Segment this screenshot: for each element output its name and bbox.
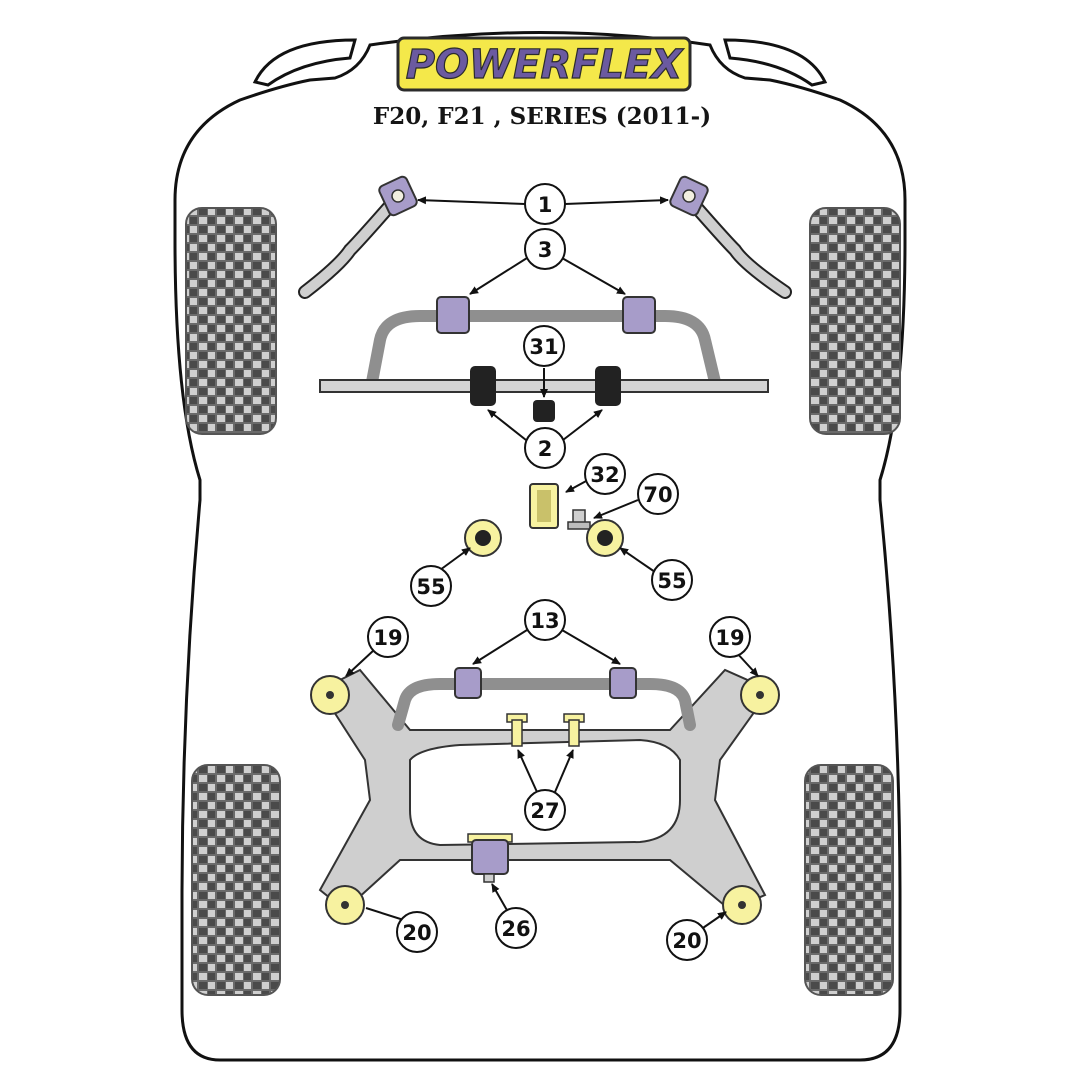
bush-55-left <box>464 519 502 557</box>
svg-text:26: 26 <box>501 917 530 941</box>
tyre-front-left <box>185 207 277 435</box>
svg-text:31: 31 <box>529 335 558 359</box>
front-arm-right <box>669 175 792 299</box>
svg-text:20: 20 <box>672 929 701 953</box>
tyre-rear-left <box>191 764 281 996</box>
callout-31: 31 <box>523 325 565 367</box>
right-mirror <box>723 38 828 87</box>
callout-19-right: 19 <box>709 616 751 658</box>
front-bush-black-left <box>470 366 496 406</box>
svg-text:19: 19 <box>373 626 402 650</box>
car-body-outline <box>173 31 907 1062</box>
front-arm-left <box>298 175 418 299</box>
tyre-rear-right <box>804 764 894 996</box>
bush-55-right <box>586 519 624 557</box>
bush-20-left <box>325 885 365 925</box>
callout-55-right: 55 <box>651 559 693 601</box>
bush-20-right <box>722 885 762 925</box>
tyre-front-right <box>809 207 901 435</box>
callout-1: 1 <box>524 183 566 225</box>
callout-20-left: 20 <box>396 911 438 953</box>
bush-31 <box>533 400 555 422</box>
svg-text:1: 1 <box>538 193 553 217</box>
bush-19-right <box>740 675 780 715</box>
svg-text:27: 27 <box>530 799 559 823</box>
brand-logo-text: POWERFLEX <box>406 42 685 88</box>
callout-3: 3 <box>524 228 566 270</box>
left-mirror <box>252 38 357 87</box>
front-bush-black-right <box>595 366 621 406</box>
svg-text:55: 55 <box>416 575 445 599</box>
svg-text:70: 70 <box>643 483 672 507</box>
svg-text:20: 20 <box>402 921 431 945</box>
svg-text:13: 13 <box>530 609 559 633</box>
svg-text:19: 19 <box>715 626 744 650</box>
mount-27-left <box>506 713 528 747</box>
powerflex-logo: POWERFLEX <box>396 36 692 92</box>
leader-arrows <box>345 196 759 931</box>
callout-55-left: 55 <box>410 565 452 607</box>
callout-13: 13 <box>524 599 566 641</box>
callout-32: 32 <box>584 453 626 495</box>
diff-mount-26 <box>467 833 513 883</box>
bush-19-left <box>310 675 350 715</box>
rear-anti-roll-bar <box>392 667 696 731</box>
vehicle-subtitle: F20, F21 , SERIES (2011-) <box>373 103 711 130</box>
callout-20-right: 20 <box>666 919 708 961</box>
callout-27: 27 <box>524 789 566 831</box>
front-anti-roll-bar <box>366 296 721 388</box>
svg-text:2: 2 <box>538 437 553 461</box>
callout-2: 2 <box>524 427 566 469</box>
callout-19-left: 19 <box>367 616 409 658</box>
svg-text:55: 55 <box>657 569 686 593</box>
mount-27-right <box>563 713 585 747</box>
bush-32 <box>529 483 559 529</box>
svg-text:32: 32 <box>590 463 619 487</box>
callout-26: 26 <box>495 907 537 949</box>
callout-70: 70 <box>637 473 679 515</box>
bolt-70 <box>567 509 591 530</box>
svg-text:3: 3 <box>538 238 553 262</box>
